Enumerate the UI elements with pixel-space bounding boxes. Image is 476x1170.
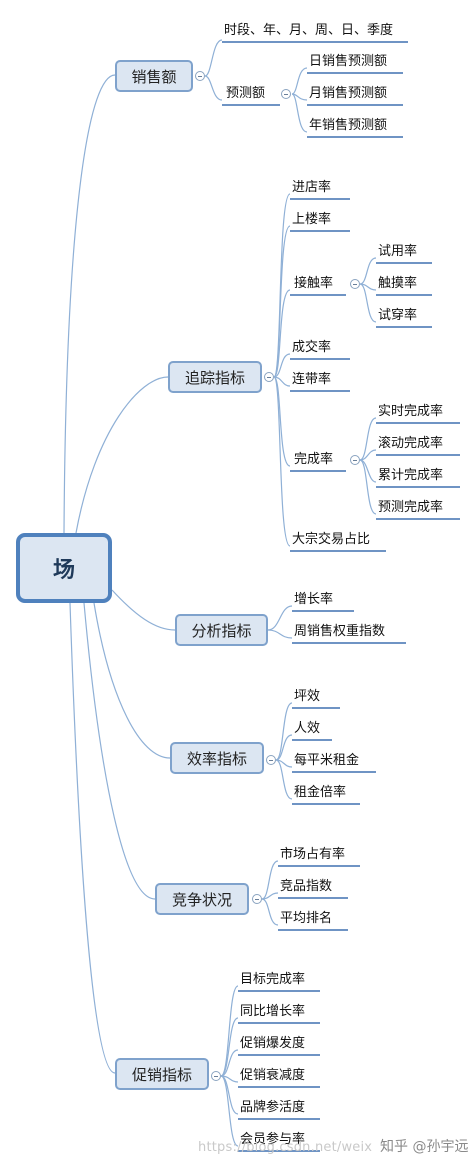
collapse-icon[interactable] <box>211 1071 221 1081</box>
collapse-icon[interactable] <box>350 279 360 289</box>
leaf-competitor-index[interactable]: 竞品指数 <box>278 877 348 899</box>
leaf-target-complete[interactable]: 目标完成率 <box>238 970 320 992</box>
branch-promotion[interactable]: 促销指标 <box>115 1058 209 1090</box>
node-contact-rate[interactable]: 接触率 <box>290 274 346 296</box>
branch-sales[interactable]: 销售额 <box>115 60 193 92</box>
leaf-touch-rate[interactable]: 触摸率 <box>376 274 432 296</box>
node-sales-forecast[interactable]: 预测额 <box>222 84 280 106</box>
branch-competition[interactable]: 竞争状况 <box>155 883 249 915</box>
collapse-icon[interactable] <box>266 755 276 765</box>
watermark-author: 知乎 @孙宇远 <box>380 1139 469 1155</box>
leaf-promo-decay[interactable]: 促销衰减度 <box>238 1066 320 1088</box>
leaf-market-share[interactable]: 市场占有率 <box>278 845 360 867</box>
leaf-sales-period[interactable]: 时段、年、月、周、日、季度 <box>222 21 408 43</box>
leaf-realtime-complete[interactable]: 实时完成率 <box>376 402 460 424</box>
collapse-icon[interactable] <box>252 894 262 904</box>
leaf-cumulative-complete[interactable]: 累计完成率 <box>376 466 460 488</box>
watermark-url: https://blog.csdn.net/weix <box>198 1140 373 1155</box>
leaf-rent-multiple[interactable]: 租金倍率 <box>292 783 360 805</box>
leaf-average-rank[interactable]: 平均排名 <box>278 909 348 931</box>
branch-tracking[interactable]: 追踪指标 <box>168 361 262 393</box>
leaf-rent-per-sqm[interactable]: 每平米租金 <box>292 751 376 773</box>
leaf-rolling-complete[interactable]: 滚动完成率 <box>376 434 460 456</box>
root-node[interactable]: 场 <box>16 533 112 603</box>
leaf-forecast-yearly[interactable]: 年销售预测额 <box>307 116 403 138</box>
leaf-weekly-weight-index[interactable]: 周销售权重指数 <box>292 622 406 644</box>
node-complete-rate[interactable]: 完成率 <box>290 450 346 472</box>
collapse-icon[interactable] <box>264 372 274 382</box>
collapse-icon[interactable] <box>350 455 360 465</box>
branch-efficiency[interactable]: 效率指标 <box>170 742 264 774</box>
leaf-trial-rate[interactable]: 试用率 <box>376 242 432 264</box>
leaf-enter-rate[interactable]: 进店率 <box>290 178 350 200</box>
leaf-forecast-daily[interactable]: 日销售预测额 <box>307 52 403 74</box>
collapse-icon[interactable] <box>195 71 205 81</box>
leaf-sales-per-area[interactable]: 坪效 <box>292 687 340 709</box>
leaf-upstairs-rate[interactable]: 上楼率 <box>290 210 350 232</box>
leaf-brand-participation[interactable]: 品牌参活度 <box>238 1098 320 1120</box>
leaf-joint-rate[interactable]: 连带率 <box>290 370 350 392</box>
branch-analysis[interactable]: 分析指标 <box>175 614 268 646</box>
leaf-growth-rate[interactable]: 增长率 <box>292 590 354 612</box>
leaf-deal-rate[interactable]: 成交率 <box>290 338 350 360</box>
leaf-member-participation[interactable]: 会员参与率 <box>238 1130 320 1152</box>
leaf-forecast-monthly[interactable]: 月销售预测额 <box>307 84 403 106</box>
leaf-forecast-complete[interactable]: 预测完成率 <box>376 498 460 520</box>
leaf-yoy-growth[interactable]: 同比增长率 <box>238 1002 320 1024</box>
leaf-tryon-rate[interactable]: 试穿率 <box>376 306 432 328</box>
collapse-icon[interactable] <box>281 89 291 99</box>
leaf-sales-per-person[interactable]: 人效 <box>292 719 332 741</box>
leaf-promo-burst[interactable]: 促销爆发度 <box>238 1034 320 1056</box>
leaf-bulk-ratio[interactable]: 大宗交易占比 <box>290 530 386 552</box>
